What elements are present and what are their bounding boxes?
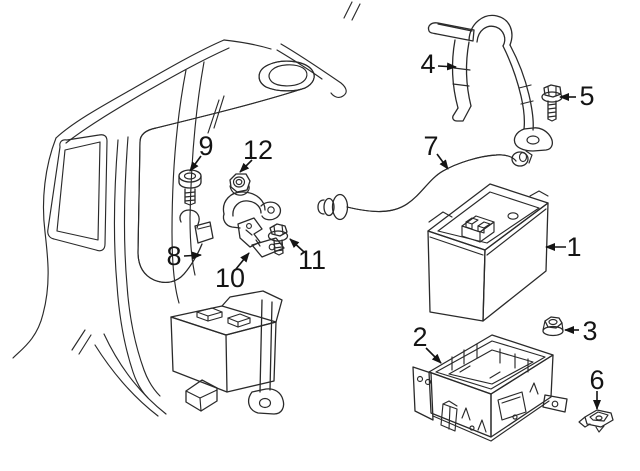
screw-illustration bbox=[178, 169, 202, 206]
callout-arrow bbox=[239, 159, 253, 173]
callout-number: 8 bbox=[166, 241, 181, 271]
callout-arrow bbox=[235, 252, 250, 270]
hold-down-bracket-illustration bbox=[427, 14, 553, 152]
battery-tray-illustration bbox=[412, 334, 568, 442]
callout-number: 5 bbox=[579, 81, 594, 111]
callout-7-battery-cable: 7 bbox=[423, 131, 449, 170]
callout-3-flange-nut: 3 bbox=[564, 316, 598, 346]
callout-number: 7 bbox=[423, 131, 438, 161]
callout-number: 1 bbox=[566, 232, 581, 262]
bracket-bolt-illustration bbox=[541, 84, 563, 122]
callout-2-battery-tray: 2 bbox=[412, 322, 442, 364]
retainer-clip-illustration bbox=[578, 409, 614, 433]
callout-number: 9 bbox=[198, 131, 213, 161]
battery-illustration bbox=[427, 183, 549, 322]
callout-number: 6 bbox=[589, 365, 604, 395]
callout-arrow bbox=[289, 238, 305, 253]
callout-number: 3 bbox=[582, 316, 597, 346]
callout-5-bracket-bolt: 5 bbox=[559, 81, 595, 111]
callout-number: 2 bbox=[412, 322, 427, 352]
callout-number: 10 bbox=[215, 263, 245, 293]
callout-arrow bbox=[437, 62, 457, 71]
battery-cable-illustration bbox=[317, 150, 533, 221]
callout-number: 4 bbox=[420, 49, 435, 79]
callout-9-screw: 9 bbox=[189, 131, 214, 172]
callout-11-strap-bolt: 11 bbox=[289, 238, 326, 275]
callout-10-ground-strap: 10 bbox=[215, 252, 250, 293]
callout-4-hold-down-bracket: 4 bbox=[420, 49, 457, 79]
callout-6-retainer-clip: 6 bbox=[589, 365, 605, 410]
flange-nut-illustration bbox=[542, 316, 564, 337]
vehicle-body-outline bbox=[12, 1, 361, 417]
callout-arrow bbox=[183, 251, 202, 260]
callout-number: 12 bbox=[243, 135, 273, 165]
callout-arrow bbox=[425, 347, 442, 364]
callout-1-battery: 1 bbox=[545, 232, 582, 262]
body-cable-illustration bbox=[137, 60, 315, 283]
callout-arrow bbox=[189, 155, 202, 172]
callout-number: 11 bbox=[298, 245, 326, 275]
callout-12-cable-nut: 12 bbox=[239, 135, 273, 173]
callout-arrow bbox=[436, 153, 449, 170]
strap-bolt-illustration bbox=[267, 223, 289, 256]
cable-nut-illustration bbox=[229, 173, 251, 196]
callout-8-body-cable: 8 bbox=[166, 241, 202, 271]
junction-block-illustration bbox=[170, 290, 285, 415]
ground-strap-illustration bbox=[222, 191, 285, 258]
